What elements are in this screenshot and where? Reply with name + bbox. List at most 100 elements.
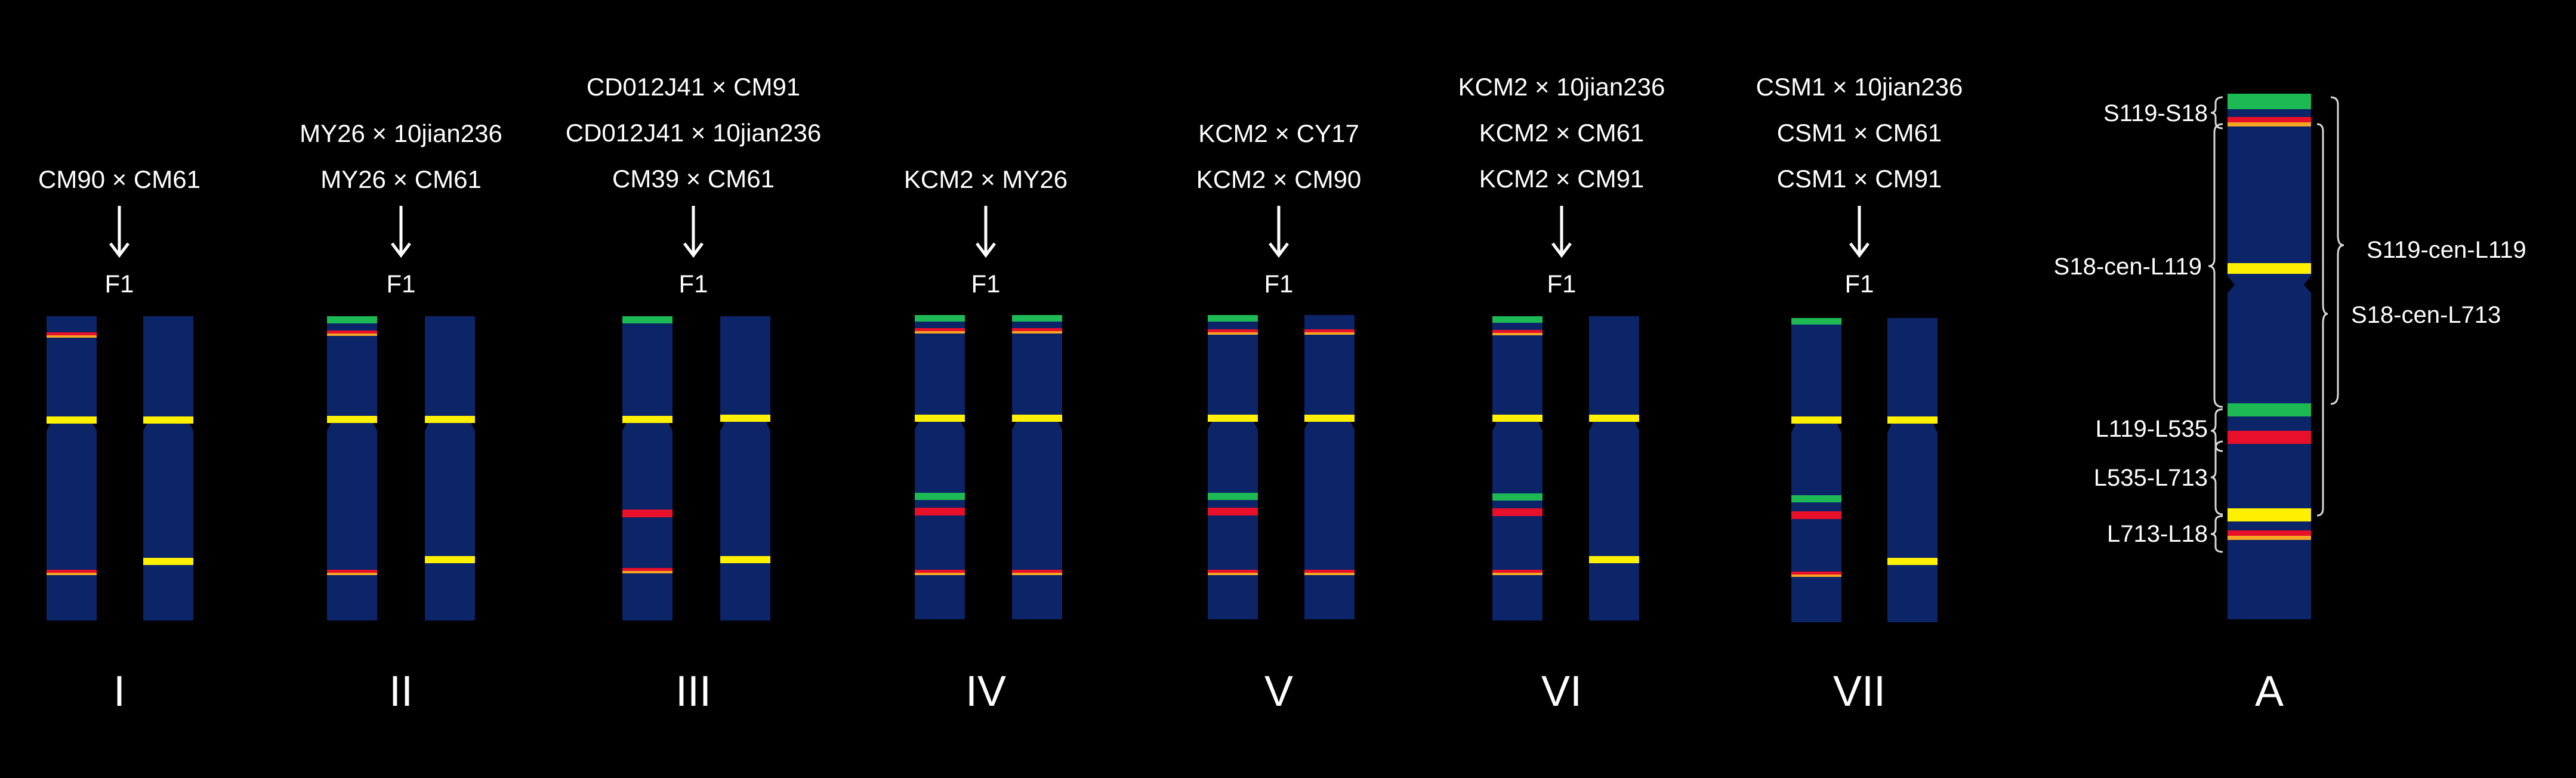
yellow-band — [1589, 415, 1639, 422]
red-band — [1791, 572, 1841, 575]
red-band — [915, 328, 965, 331]
cross-label: KCM2 × 10jian236 — [1458, 73, 1665, 101]
chromosome-pair-III — [622, 316, 770, 620]
red-band — [915, 508, 965, 515]
yellow-band — [2228, 263, 2311, 274]
red-band — [1492, 508, 1542, 516]
cross-label: CD012J41 × 10jian236 — [566, 119, 822, 147]
chromosome-pairs — [47, 315, 1938, 622]
segment-label: S119-cen-L119 — [2367, 237, 2526, 263]
group-IV: KCM2 × MY26 F1 IV — [904, 165, 1068, 715]
chromosome — [1208, 315, 1258, 619]
group-V: KCM2 × CY17 KCM2 × CM90 F1 V — [1196, 119, 1362, 715]
orange-band — [1304, 332, 1355, 335]
group-VI: KCM2 × 10jian236 KCM2 × CM61 KCM2 × CM91… — [1458, 73, 1665, 715]
cross-label: KCM2 × CM91 — [1479, 165, 1645, 193]
segment-label: S18-cen-L119 — [2054, 254, 2202, 280]
red-band — [1791, 511, 1841, 519]
group-numeral: VII — [1833, 668, 1886, 715]
red-band — [1012, 328, 1062, 331]
yellow-band — [425, 416, 475, 423]
group-numeral: V — [1264, 668, 1293, 715]
arrowhead-icon — [683, 242, 704, 258]
orange-band — [47, 573, 97, 575]
yellow-band — [720, 556, 770, 563]
reference-chromosome: S119-S18 S18-cen-L119 L119-L535 L535-L71… — [2054, 94, 2526, 715]
segment-label: S18-cen-L713 — [2351, 302, 2501, 328]
green-band — [327, 316, 377, 323]
group-numeral: II — [389, 668, 413, 715]
orange-band — [327, 573, 377, 575]
segment-label: L119-L535 — [2096, 416, 2208, 442]
segment-label: L535-L713 — [2094, 465, 2208, 491]
red-band — [915, 570, 965, 573]
chromosome-pair-VII — [1791, 318, 1938, 622]
chromosome-pair-I — [47, 316, 193, 620]
yellow-band — [327, 416, 377, 423]
red-band — [1208, 508, 1258, 515]
chromosome-pair-IV — [915, 315, 1062, 619]
chromosome — [143, 316, 193, 620]
yellow-band — [1589, 556, 1639, 563]
f1-label: F1 — [386, 270, 415, 298]
green-band — [2228, 94, 2311, 109]
red-band — [2228, 530, 2311, 536]
f1-label: F1 — [1264, 270, 1293, 298]
red-band — [2228, 117, 2311, 122]
group-II: MY26 × 10jian236 MY26 × CM61 F1 II — [300, 119, 502, 715]
chromosome — [2228, 94, 2311, 619]
yellow-band — [1887, 416, 1938, 424]
red-band — [47, 570, 97, 573]
chromosome — [915, 315, 965, 619]
cross-label: CSM1 × CM61 — [1777, 119, 1942, 147]
cross-label: MY26 × CM61 — [320, 165, 482, 193]
green-band — [622, 316, 672, 323]
red-band — [1012, 570, 1062, 573]
red-band — [327, 570, 377, 573]
orange-band — [2228, 122, 2311, 126]
green-band — [915, 493, 965, 500]
chromosome-pair-V — [1208, 315, 1355, 619]
orange-band — [1791, 575, 1841, 577]
f1-label: F1 — [971, 270, 1000, 298]
chromosome — [720, 316, 770, 620]
group-numeral: III — [675, 668, 711, 715]
orange-band — [1012, 573, 1062, 575]
green-band — [1012, 315, 1062, 322]
red-band — [622, 568, 672, 571]
segment-label: L713-L18 — [2107, 521, 2208, 547]
arrowhead-icon — [1551, 242, 1572, 258]
chromosome-pair-VI — [1492, 316, 1639, 620]
red-band — [1208, 329, 1258, 332]
group-VII: CSM1 × 10jian236 CSM1 × CM61 CSM1 × CM91… — [1756, 73, 1963, 715]
orange-band — [1492, 573, 1542, 575]
chromosome-pair-II — [327, 316, 475, 620]
yellow-band — [1492, 415, 1542, 422]
yellow-band — [1304, 415, 1355, 422]
cross-label: KCM2 × MY26 — [904, 165, 1068, 193]
cross-label: MY26 × 10jian236 — [300, 119, 502, 147]
cross-label: CM90 × CM61 — [38, 165, 200, 193]
red-band — [1304, 570, 1355, 573]
green-band — [2228, 403, 2311, 416]
cross-label: CSM1 × 10jian236 — [1756, 73, 1963, 101]
yellow-band — [1887, 558, 1938, 565]
orange-band — [1012, 331, 1062, 334]
green-band — [1208, 493, 1258, 500]
orange-band — [1208, 573, 1258, 575]
chromosome — [327, 316, 377, 620]
green-band — [1791, 495, 1841, 502]
brace-icon — [2210, 440, 2223, 515]
brace-icon — [2330, 96, 2344, 405]
brace-icon — [2316, 123, 2328, 517]
red-band — [622, 510, 672, 517]
red-band — [47, 332, 97, 335]
green-band — [915, 315, 965, 322]
orange-band — [1304, 573, 1355, 575]
red-band — [1492, 330, 1542, 333]
chromosome — [1304, 315, 1355, 619]
orange-band — [327, 334, 377, 336]
yellow-band — [143, 416, 193, 424]
segment-label: S119-S18 — [2103, 100, 2208, 126]
